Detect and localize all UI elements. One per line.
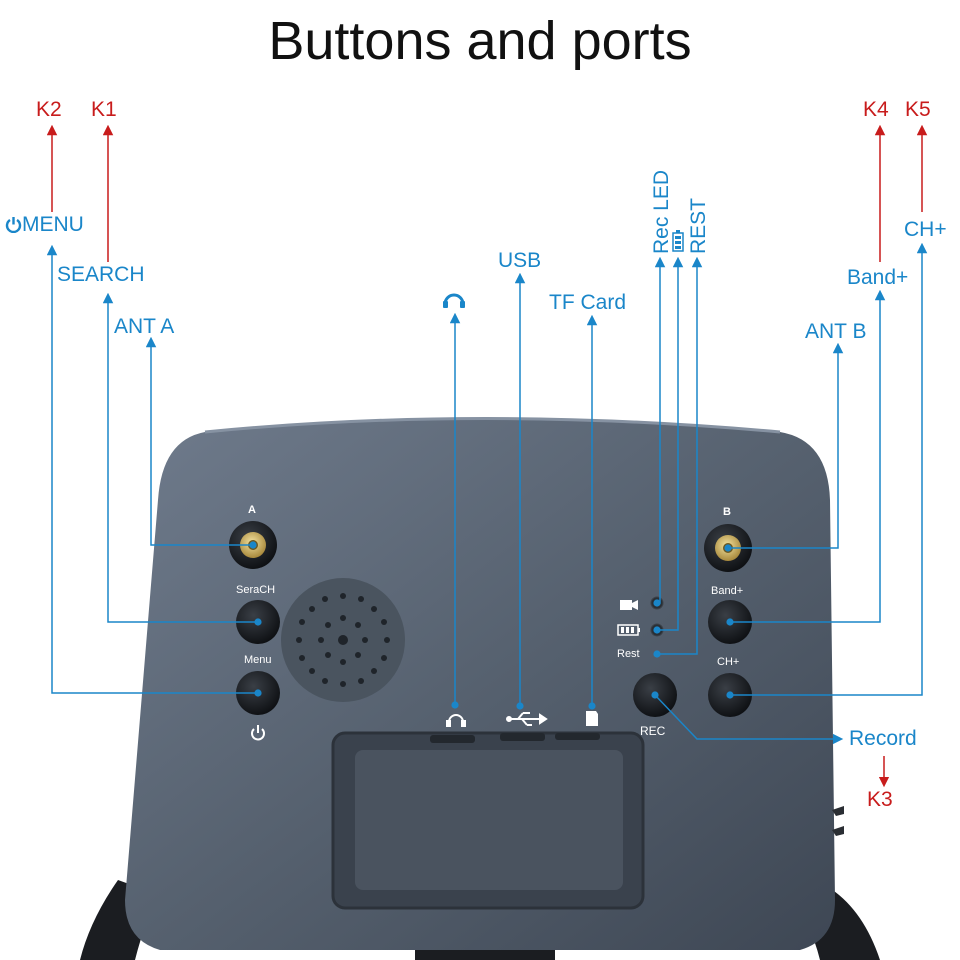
device-label-ch: CH+ — [717, 656, 740, 668]
device-label-rest: Rest — [617, 648, 640, 660]
key-k1: K1 — [91, 98, 117, 121]
search-callout — [102, 292, 262, 626]
rec-led-label: Rec LED — [650, 169, 673, 254]
ant-a-callout — [145, 336, 257, 549]
ant-a-label: ANT A — [114, 315, 175, 338]
ch-callout — [726, 242, 928, 699]
headphones-icon — [446, 714, 466, 727]
usb-label: USB — [498, 249, 542, 272]
device-label-b: B — [723, 506, 731, 518]
search-label: SEARCH — [57, 263, 145, 286]
rest-label: REST — [687, 197, 710, 254]
device-label-a: A — [248, 504, 256, 516]
record-label: Record — [849, 727, 917, 750]
device-label-band: Band+ — [711, 585, 744, 597]
camera-icon — [620, 600, 638, 610]
usb-icon — [506, 712, 548, 726]
band-plus-label: Band+ — [847, 266, 909, 289]
page-title: Buttons and ports — [268, 11, 692, 71]
key-k5: K5 — [905, 98, 931, 121]
battery-icon — [617, 624, 640, 636]
band-callout — [726, 289, 886, 626]
key-k2: K2 — [36, 98, 62, 121]
rest-callout — [653, 256, 703, 658]
battery-icon — [672, 230, 684, 257]
rec-led-callout — [653, 256, 666, 607]
key-k4: K4 — [863, 98, 889, 121]
power-icon — [251, 725, 265, 741]
ch-plus-label: CH+ — [904, 218, 947, 241]
power-icon — [5, 215, 22, 239]
device-label-serach: SeraCH — [236, 584, 276, 596]
menu-label-text: MENU — [22, 213, 84, 236]
device-label-rec: REC — [640, 724, 666, 738]
key-k3: K3 — [867, 788, 893, 811]
menu-label: MENU — [5, 213, 84, 239]
tf-card-label: TF Card — [549, 291, 627, 314]
ant-b-callout — [724, 342, 844, 552]
lens-window — [355, 750, 623, 890]
headphones-label — [440, 288, 468, 316]
battery-label — [672, 230, 684, 258]
record-callout — [651, 691, 844, 745]
ant-b-label: ANT B — [805, 320, 867, 343]
device-label-menu: Menu — [244, 654, 272, 666]
headphones-icon — [440, 292, 468, 315]
sd-card-icon — [586, 711, 598, 726]
menu-callout — [46, 244, 262, 697]
